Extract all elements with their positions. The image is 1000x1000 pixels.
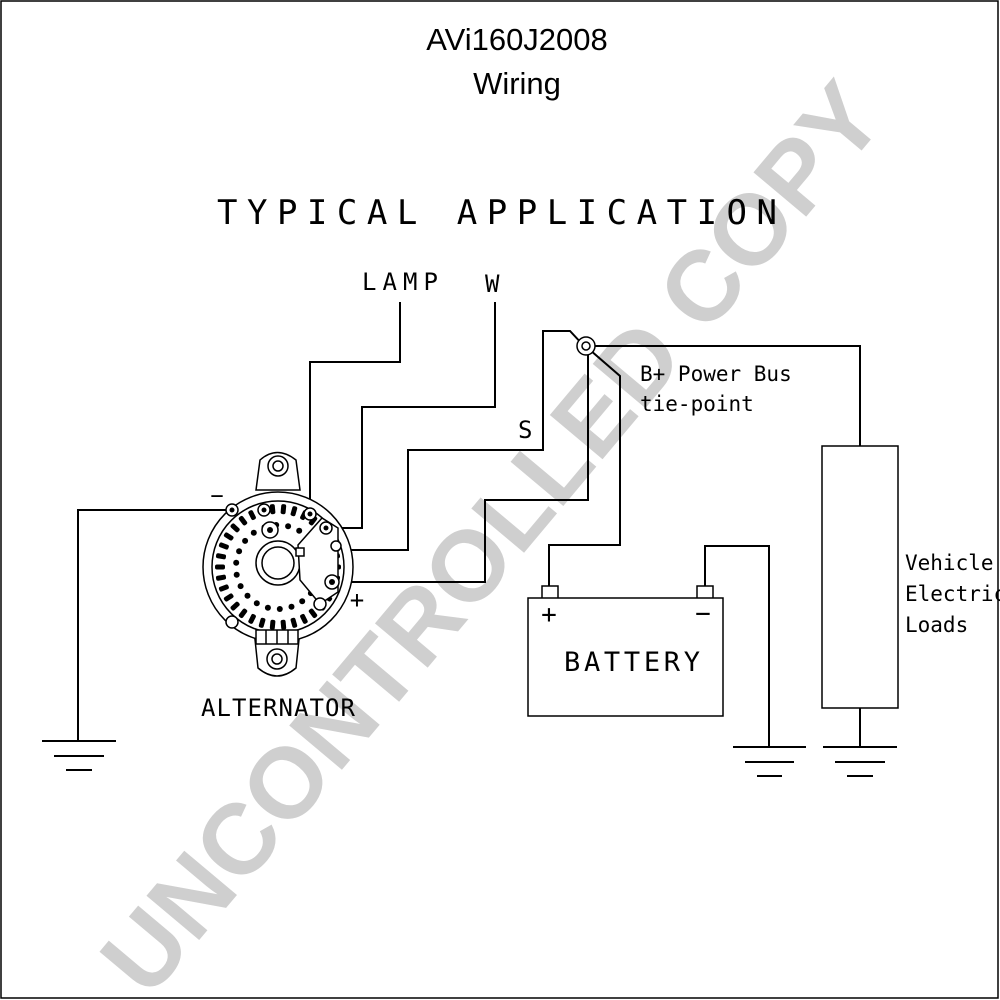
s-sense-wire [338,330,585,551]
vent-slot [280,619,287,630]
vent-hole [288,603,295,610]
vent-hole [285,523,292,530]
vent-slot [248,613,256,624]
vent-hole [253,600,260,607]
battery-positive-sign: + [541,600,557,630]
alternator: − + ALTERNATOR [201,451,364,722]
lamp-wire [309,302,401,508]
battery-negative-terminal [696,585,714,600]
vent-hole [242,537,249,544]
loads-label-line1: Vehicle [905,551,994,575]
vent-slot [238,516,248,526]
battery-negative-sign: − [695,599,711,629]
vent-slot [215,564,225,570]
vent-hole [237,583,244,590]
vent-slot [215,574,227,581]
tie-point-connector [576,336,596,356]
vent-hole [244,592,251,599]
vent-slot [290,506,298,517]
vent-hole [233,571,240,578]
loads-label-line3: Loads [905,613,968,637]
lamp-wire-label: LAMP [362,268,438,296]
alternator-ground-wire [77,509,232,740]
vent-slot [230,523,240,533]
vent-slot [223,593,234,602]
battery: + − BATTERY [527,585,724,717]
vent-slot [300,613,308,624]
battery-body [527,597,724,717]
vent-hole [233,559,240,566]
vent-slot [218,584,229,592]
vent-slot [230,601,240,611]
vent-slot [218,542,229,550]
vent-hole [236,548,243,555]
alternator-terminal-screws [225,503,342,629]
battery-ground-wire [704,545,770,746]
loads-label-line2: Electric [905,582,1000,606]
vent-slot [280,504,287,515]
ground-symbol-left [42,740,116,771]
battery-label: BATTERY [564,647,700,678]
loads-feed-wire [592,345,861,446]
s-wire-label: S [518,416,532,444]
b-plus-output-wire [338,346,589,583]
vent-slot [248,510,256,521]
section-heading: TYPICAL APPLICATION [217,193,777,233]
vent-slot [269,504,276,515]
tie-point-label-line1: B+ Power Bus [640,362,792,386]
vent-slot [269,619,276,630]
vent-slot [290,617,298,628]
loads-box [821,445,899,709]
alternator-negative-sign: − [210,484,223,509]
vent-slot [258,617,266,628]
vent-hole [264,604,271,611]
battery-positive-terminal [541,585,559,600]
tie-point-label-line2: tie-point [640,392,754,416]
vent-hole [296,527,303,534]
vent-hole [250,529,257,536]
vent-slot [308,608,318,618]
battery-positive-wire [548,349,621,586]
w-wire [326,302,496,529]
alternator-positive-sign: + [350,586,364,614]
vent-slot [223,532,234,541]
alternator-connector-block [255,629,299,645]
diagram-title: AVi160J2008 [426,22,608,57]
vent-hole [299,598,306,605]
w-wire-label: W [485,270,500,298]
alternator-label: ALTERNATOR [201,694,356,722]
diagram-subtitle: Wiring [473,66,561,101]
ground-symbol-battery [733,746,806,777]
vent-slot [215,553,227,560]
ground-symbol-loads [823,746,897,777]
vent-slot [238,608,248,618]
vent-hole [276,606,283,612]
vehicle-electric-loads: Vehicle Electric Loads [821,445,1000,709]
